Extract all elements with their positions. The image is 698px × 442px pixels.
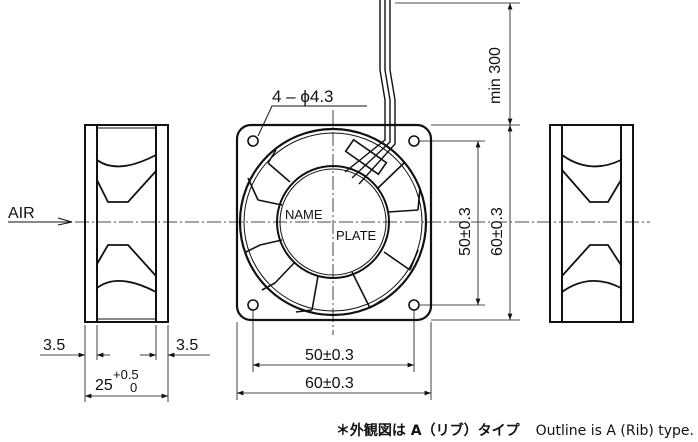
outline-note-jp: ＊外観図は A（リブ）タイプ xyxy=(335,423,520,439)
width-horizontal-label: 60±0.3 xyxy=(305,375,354,392)
thickness-label: 25 xyxy=(95,377,113,394)
right-side-view xyxy=(549,124,634,323)
thickness-tolerance-plus: +0.5 xyxy=(113,367,139,382)
air-direction-label: AIR xyxy=(8,205,35,222)
depth-left-label: 3.5 xyxy=(43,337,65,354)
outline-note-en: Outline is A (Rib) type. xyxy=(535,423,694,439)
lead-wires xyxy=(344,0,396,185)
thickness-tolerance-minus: 0 xyxy=(130,380,137,395)
depth-right-label: 3.5 xyxy=(176,337,198,354)
lead-length-label: min 300 xyxy=(487,47,504,104)
mounting-hole-label: 4 – ϕ4.3 xyxy=(272,87,334,106)
name-plate-label-2: PLATE xyxy=(336,228,377,243)
front-view xyxy=(235,0,433,322)
outline-note: ＊外観図は A（リブ）タイプ Outline is A (Rib) type. xyxy=(336,420,694,440)
hole-pitch-vertical-label: 50±0.3 xyxy=(457,207,474,256)
left-side-view xyxy=(84,124,169,323)
name-plate-label-1: NAME xyxy=(285,207,323,222)
hole-pitch-horizontal-label: 50±0.3 xyxy=(305,347,354,364)
height-vertical-label: 60±0.3 xyxy=(489,207,506,256)
fan-blades xyxy=(245,149,421,313)
